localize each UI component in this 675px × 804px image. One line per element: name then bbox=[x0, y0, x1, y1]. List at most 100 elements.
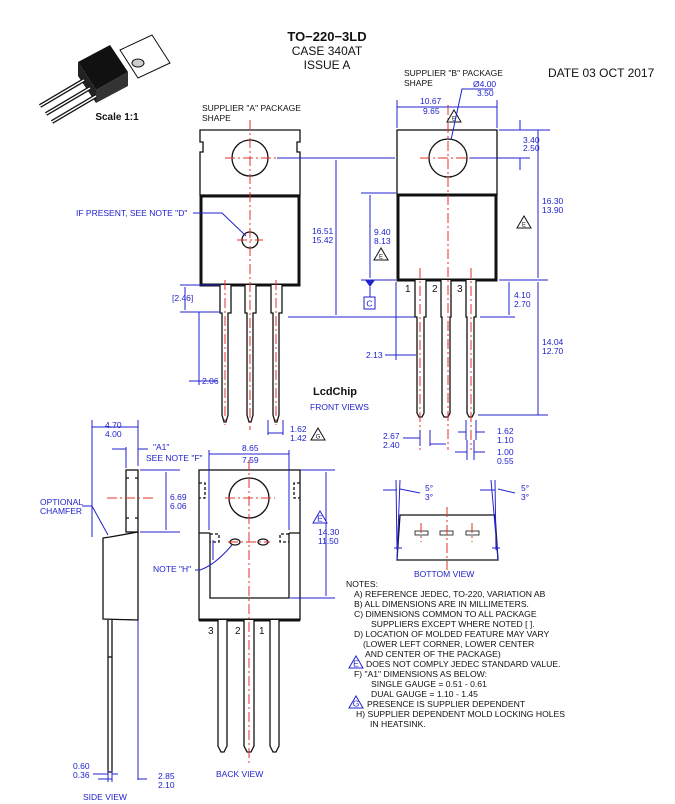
side-view-label: SIDE VIEW bbox=[83, 792, 127, 802]
dim-11-50: 11.50 bbox=[318, 536, 339, 546]
dim-7-59: 7.59 bbox=[242, 455, 259, 465]
pin-3-label: 3 bbox=[457, 284, 463, 295]
front-view-a bbox=[199, 120, 301, 430]
dim-8-65: 8.65 bbox=[242, 443, 259, 453]
supplier-b-label: SUPPLIER "B" PACKAGE bbox=[404, 68, 503, 78]
back-view bbox=[198, 460, 301, 765]
dim-1-62-b: 1.62 bbox=[497, 426, 514, 436]
watermark: LcdChip bbox=[313, 386, 357, 398]
note-b: B) ALL DIMENSIONS ARE IN MILLIMETERS. bbox=[354, 599, 529, 609]
dim-10-67: 10.67 bbox=[420, 96, 442, 106]
dim-13-90: 13.90 bbox=[542, 205, 564, 215]
dim-1-62-a: 1.62 bbox=[290, 424, 307, 434]
back-pin-1: 1 bbox=[259, 626, 265, 637]
notes-block: NOTES: A) REFERENCE JEDEC, TO-220, VARIA… bbox=[346, 579, 565, 729]
dim-8-13: 8.13 bbox=[374, 236, 391, 246]
note-g-icon bbox=[348, 695, 364, 709]
dim-2-85: 2.85 bbox=[158, 771, 175, 781]
front-view-b bbox=[396, 105, 498, 450]
supplier-a-label: SUPPLIER "A" PACKAGE bbox=[202, 103, 301, 113]
note-h-2: IN HEATSINK. bbox=[370, 719, 426, 729]
front-views-label: FRONT VIEWS bbox=[310, 402, 369, 412]
notes-heading: NOTES: bbox=[346, 579, 378, 589]
pin-1-label: 1 bbox=[405, 284, 411, 295]
dim-2-50: 2.50 bbox=[523, 143, 540, 153]
supplier-b-label-2: SHAPE bbox=[404, 78, 433, 88]
datum-c-box bbox=[363, 296, 376, 310]
dim-2-06: 2.06 bbox=[202, 376, 219, 386]
see-note-f: SEE NOTE "F" bbox=[146, 453, 203, 463]
angle-left-max: 5° bbox=[425, 483, 433, 493]
note-e-flag-text: E bbox=[317, 514, 323, 524]
note-g: PRESENCE IS SUPPLIER DEPENDENT bbox=[367, 699, 526, 709]
note-h-label: NOTE "H" bbox=[153, 564, 191, 574]
note-f: F) "A1" DIMENSIONS AS BELOW: bbox=[354, 669, 487, 679]
optional-chamfer-1: OPTIONAL bbox=[40, 497, 83, 507]
supplier-a-label-2: SHAPE bbox=[202, 113, 231, 123]
bottom-view bbox=[383, 479, 516, 570]
note-e-flag-icon bbox=[446, 109, 462, 123]
dim-4-10: 4.10 bbox=[514, 290, 531, 300]
issue-label: ISSUE A bbox=[304, 58, 351, 72]
dim-14-30: 14.30 bbox=[318, 527, 340, 537]
angle-right-min: 3° bbox=[521, 492, 529, 502]
note-f-single: SINGLE GAUGE = 0.51 - 0.61 bbox=[371, 679, 487, 689]
dim-1-00: 1.00 bbox=[497, 447, 514, 457]
note-d: D) LOCATION OF MOLDED FEATURE MAY VARY bbox=[354, 629, 550, 639]
dim-0-55: 0.55 bbox=[497, 456, 514, 466]
dim-4-00: 4.00 bbox=[105, 429, 122, 439]
drawing-title: TO−220−3LD bbox=[287, 29, 366, 44]
dim-15-42: 15.42 bbox=[312, 235, 334, 245]
dim-12-70: 12.70 bbox=[542, 346, 564, 356]
case-number: CASE 340AT bbox=[292, 44, 363, 58]
note-e-flag-text: E bbox=[379, 255, 383, 261]
note-g-flag-text: G bbox=[316, 435, 321, 441]
note-a: A) REFERENCE JEDEC, TO-220, VARIATION AB bbox=[354, 589, 546, 599]
dim-0-36: 0.36 bbox=[73, 770, 90, 780]
dim-hole-dia-min: 3.50 bbox=[477, 88, 494, 98]
back-view-label: BACK VIEW bbox=[216, 769, 263, 779]
dim-2-10: 2.10 bbox=[158, 780, 175, 790]
datum-c: C bbox=[366, 299, 372, 309]
note-e-flag-text: E bbox=[452, 117, 456, 123]
note-e-flag-text: E bbox=[522, 223, 526, 229]
package-3d-icon bbox=[38, 34, 171, 124]
note-d-2: (LOWER LEFT CORNER, LOWER CENTER bbox=[363, 639, 534, 649]
dim-14-04: 14.04 bbox=[542, 337, 564, 347]
back-pin-3: 3 bbox=[208, 626, 214, 637]
date-label: DATE 03 OCT 2017 bbox=[548, 66, 655, 80]
dim-3-40: 3.40 bbox=[523, 135, 540, 145]
dim-4-70: 4.70 bbox=[105, 420, 122, 430]
angle-right-max: 5° bbox=[521, 483, 529, 493]
note-h: H) SUPPLIER DEPENDENT MOLD LOCKING HOLES bbox=[356, 709, 565, 719]
dim-hole-dia-max: Ø4.00 bbox=[473, 79, 496, 89]
dim-16-30: 16.30 bbox=[542, 196, 564, 206]
bottom-view-label: BOTTOM VIEW bbox=[414, 569, 474, 579]
note-c-2: SUPPLIERS EXCEPT WHERE NOTED [ ]. bbox=[371, 619, 535, 629]
dim-6-06: 6.06 bbox=[170, 501, 187, 511]
note-d-3: AND CENTER OF THE PACKAGE) bbox=[365, 649, 501, 659]
note-f-dual: DUAL GAUGE = 1.10 - 1.45 bbox=[371, 689, 478, 699]
note-e-icon bbox=[348, 655, 364, 669]
dim-0-60: 0.60 bbox=[73, 761, 90, 771]
dim-2-13: 2.13 bbox=[366, 350, 383, 360]
note-g-flag-text: G bbox=[353, 699, 360, 709]
dim-2-40: 2.40 bbox=[383, 440, 400, 450]
note-e: DOES NOT COMPLY JEDEC STANDARD VALUE. bbox=[366, 659, 561, 669]
dim-2-46: [2.46] bbox=[172, 293, 193, 303]
note-g-flag-icon bbox=[310, 427, 326, 441]
a1-label: "A1" bbox=[153, 442, 169, 452]
optional-chamfer-2: CHAMFER bbox=[40, 506, 82, 516]
dim-9-40: 9.40 bbox=[374, 227, 391, 237]
dim-9-65: 9.65 bbox=[423, 106, 440, 116]
back-pin-2: 2 bbox=[235, 626, 241, 637]
scale-label: Scale 1:1 bbox=[95, 112, 139, 123]
dim-16-51: 16.51 bbox=[312, 226, 334, 236]
side-view bbox=[102, 469, 139, 773]
dim-6-69: 6.69 bbox=[170, 492, 187, 502]
note-c: C) DIMENSIONS COMMON TO ALL PACKAGE bbox=[354, 609, 537, 619]
dim-1-42: 1.42 bbox=[290, 433, 307, 443]
if-present-note: IF PRESENT, SEE NOTE "D" bbox=[76, 208, 187, 218]
dim-2-67: 2.67 bbox=[383, 431, 400, 441]
